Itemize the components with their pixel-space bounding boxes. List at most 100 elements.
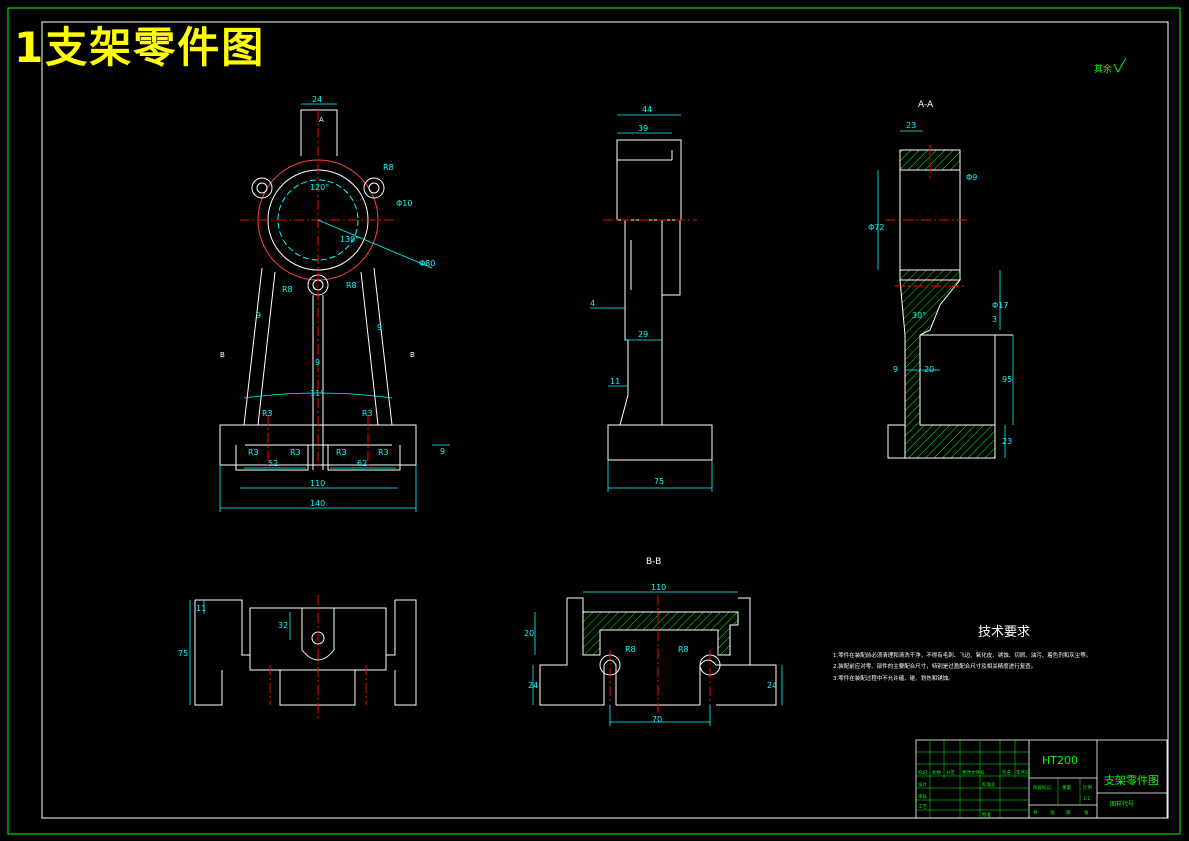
tb-cell-6: 设计 — [918, 781, 927, 788]
bottom-centerlines — [269, 595, 367, 720]
dim-bottom-0: 11 — [196, 604, 206, 613]
tb-cell-2: 分区 — [946, 769, 955, 776]
side-view — [607, 139, 713, 461]
tb-cell-8: 审核 — [918, 793, 927, 800]
dim-side-2: 4 — [590, 299, 595, 308]
dim-front-22: 9 — [440, 447, 445, 456]
dim-front-16: R3 — [336, 448, 347, 457]
dim-front-0: 24 — [312, 95, 322, 104]
section-bb-centerlines — [609, 595, 711, 720]
front-dimension-texts: 24 120° R8 Φ10 Φ80 130° R8 R8 9 9 9 11° … — [248, 95, 445, 508]
tb-cell-1: 处数 — [932, 769, 941, 776]
dim-front-4: Φ80 — [419, 259, 435, 268]
tb-cell-17: 第 — [1066, 809, 1071, 816]
front-dimension-lines — [219, 103, 450, 512]
dim-front-10: 9 — [315, 358, 320, 367]
dim-side-4: 11 — [610, 377, 620, 386]
dim-front-19: 62 — [357, 459, 367, 468]
dim-front-18: 52 — [268, 459, 278, 468]
dim-aa-9: 23 — [1002, 437, 1012, 446]
tb-cell-5: 年月日 — [1016, 769, 1030, 776]
dim-front-17: R3 — [378, 448, 389, 457]
dim-front-6: R8 — [282, 285, 293, 294]
tb-cell-14: 1:1 — [1083, 796, 1090, 802]
dim-aa-2: Φ9 — [966, 173, 977, 182]
dim-bb-1: 20 — [524, 629, 534, 638]
dim-bottom-2: 75 — [178, 649, 188, 658]
tb-cell-3: 更改文件号 — [962, 769, 985, 776]
dim-bb-0: 110 — [651, 583, 666, 592]
tb-cell-18: 张 — [1084, 809, 1089, 816]
dim-aa-0: 23 — [906, 121, 916, 130]
title-block — [915, 739, 1168, 819]
dim-aa-4: 3 — [992, 315, 997, 324]
section-mark-b-left: B — [220, 351, 225, 359]
dim-side-0: 44 — [642, 105, 652, 114]
roughness-note: 其余 — [1094, 57, 1127, 75]
tb-cell-15: 共 — [1033, 809, 1038, 816]
section-aa-dimension-lines — [877, 130, 1014, 458]
tb-cell-7: 标准化 — [982, 781, 996, 788]
dim-front-8: 9 — [256, 311, 261, 320]
bottom-dimension-texts: 11 32 75 — [178, 604, 288, 658]
tech-requirement-1: 1.零件在装配前必须清理和清洗干净，不得有毛刺、飞边、氧化皮、锈蚀、切屑、油污、… — [833, 651, 1091, 659]
bottom-view — [194, 599, 417, 706]
tb-cell-12: 重量 — [1062, 784, 1071, 791]
tb-cell-10: 批准 — [982, 811, 991, 818]
drawing-title: 1支架零件图 — [14, 23, 266, 72]
dim-aa-5: 30° — [912, 311, 926, 320]
dim-front-1: 120° — [310, 183, 329, 192]
inner-border — [41, 21, 1169, 819]
dim-aa-7: 20 — [924, 365, 934, 374]
dim-front-15: R3 — [290, 448, 301, 457]
title-block-texts: HT200 支架零件图 图样代号 标记 处数 分区 更改文件号 签名 年月日 设… — [918, 754, 1159, 818]
section-bb-dimension-texts: 110 20 R8 R8 24 70 24 — [524, 583, 777, 724]
dim-side-5: 75 — [654, 477, 664, 486]
side-dimension-lines — [590, 114, 713, 492]
section-bb-label: B-B — [646, 557, 661, 567]
section-mark-b-right: B — [410, 351, 415, 359]
tb-cell-13: 比例 — [1083, 784, 1092, 791]
dim-bb-3: R8 — [678, 645, 689, 654]
dim-front-11: 11° — [310, 389, 324, 398]
dim-side-1: 39 — [638, 124, 648, 133]
dim-bottom-1: 32 — [278, 621, 288, 630]
tb-cell-9: 工艺 — [918, 804, 927, 810]
dim-aa-3: Φ17 — [992, 301, 1008, 310]
dim-front-20: 110 — [310, 479, 325, 488]
dim-front-21: 140 — [310, 499, 325, 508]
section-aa-dimension-texts: 23 Φ72 Φ9 Φ17 3 30° 9 20 95 23 — [868, 121, 1012, 446]
tb-cell-0: 标记 — [918, 769, 927, 776]
section-bb-dimension-lines — [532, 591, 783, 726]
dim-side-3: 29 — [638, 330, 648, 339]
tech-requirement-3: 3.零件在装配过程中不允许磕、碰、划伤和锈蚀。 — [833, 674, 954, 682]
title-block-part-name: 支架零件图 — [1104, 774, 1159, 787]
dim-front-2: R8 — [383, 163, 394, 172]
section-aa-label: A-A — [918, 100, 934, 110]
outer-border — [7, 7, 1181, 835]
dim-front-9: 9 — [377, 323, 382, 332]
tech-requirements-heading: 技术要求 — [978, 625, 1030, 640]
dim-front-3: Φ10 — [396, 199, 412, 208]
tb-cell-11: 阶段标记 — [1033, 784, 1051, 791]
svg-text:其余: 其余 — [1094, 63, 1112, 75]
dim-bb-5: 70 — [652, 715, 662, 724]
dim-aa-8: 95 — [1002, 375, 1012, 384]
tech-requirement-2: 2.装配前应对零、部件的主要配合尺寸，特别是过盈配合尺寸及相关精度进行复查。 — [833, 662, 1036, 670]
title-block-material: HT200 — [1042, 754, 1078, 767]
section-mark-a-top: A — [319, 116, 324, 124]
tb-cell-4: 签名 — [1002, 769, 1011, 776]
dim-bb-4: 24 — [528, 681, 538, 690]
bottom-dimension-lines — [189, 600, 291, 705]
section-aa-centerline — [885, 145, 970, 287]
tb-cell-16: 张 — [1050, 809, 1055, 816]
dim-bb-6: 24 — [767, 681, 777, 690]
dim-front-5: 130° — [340, 235, 359, 244]
dim-front-14: R3 — [248, 448, 259, 457]
dim-front-13: R3 — [362, 409, 373, 418]
dim-aa-6: 9 — [893, 365, 898, 374]
dim-bb-2: R8 — [625, 645, 636, 654]
side-dimension-texts: 44 39 4 29 11 75 — [590, 105, 664, 486]
dim-front-12: R3 — [262, 409, 273, 418]
